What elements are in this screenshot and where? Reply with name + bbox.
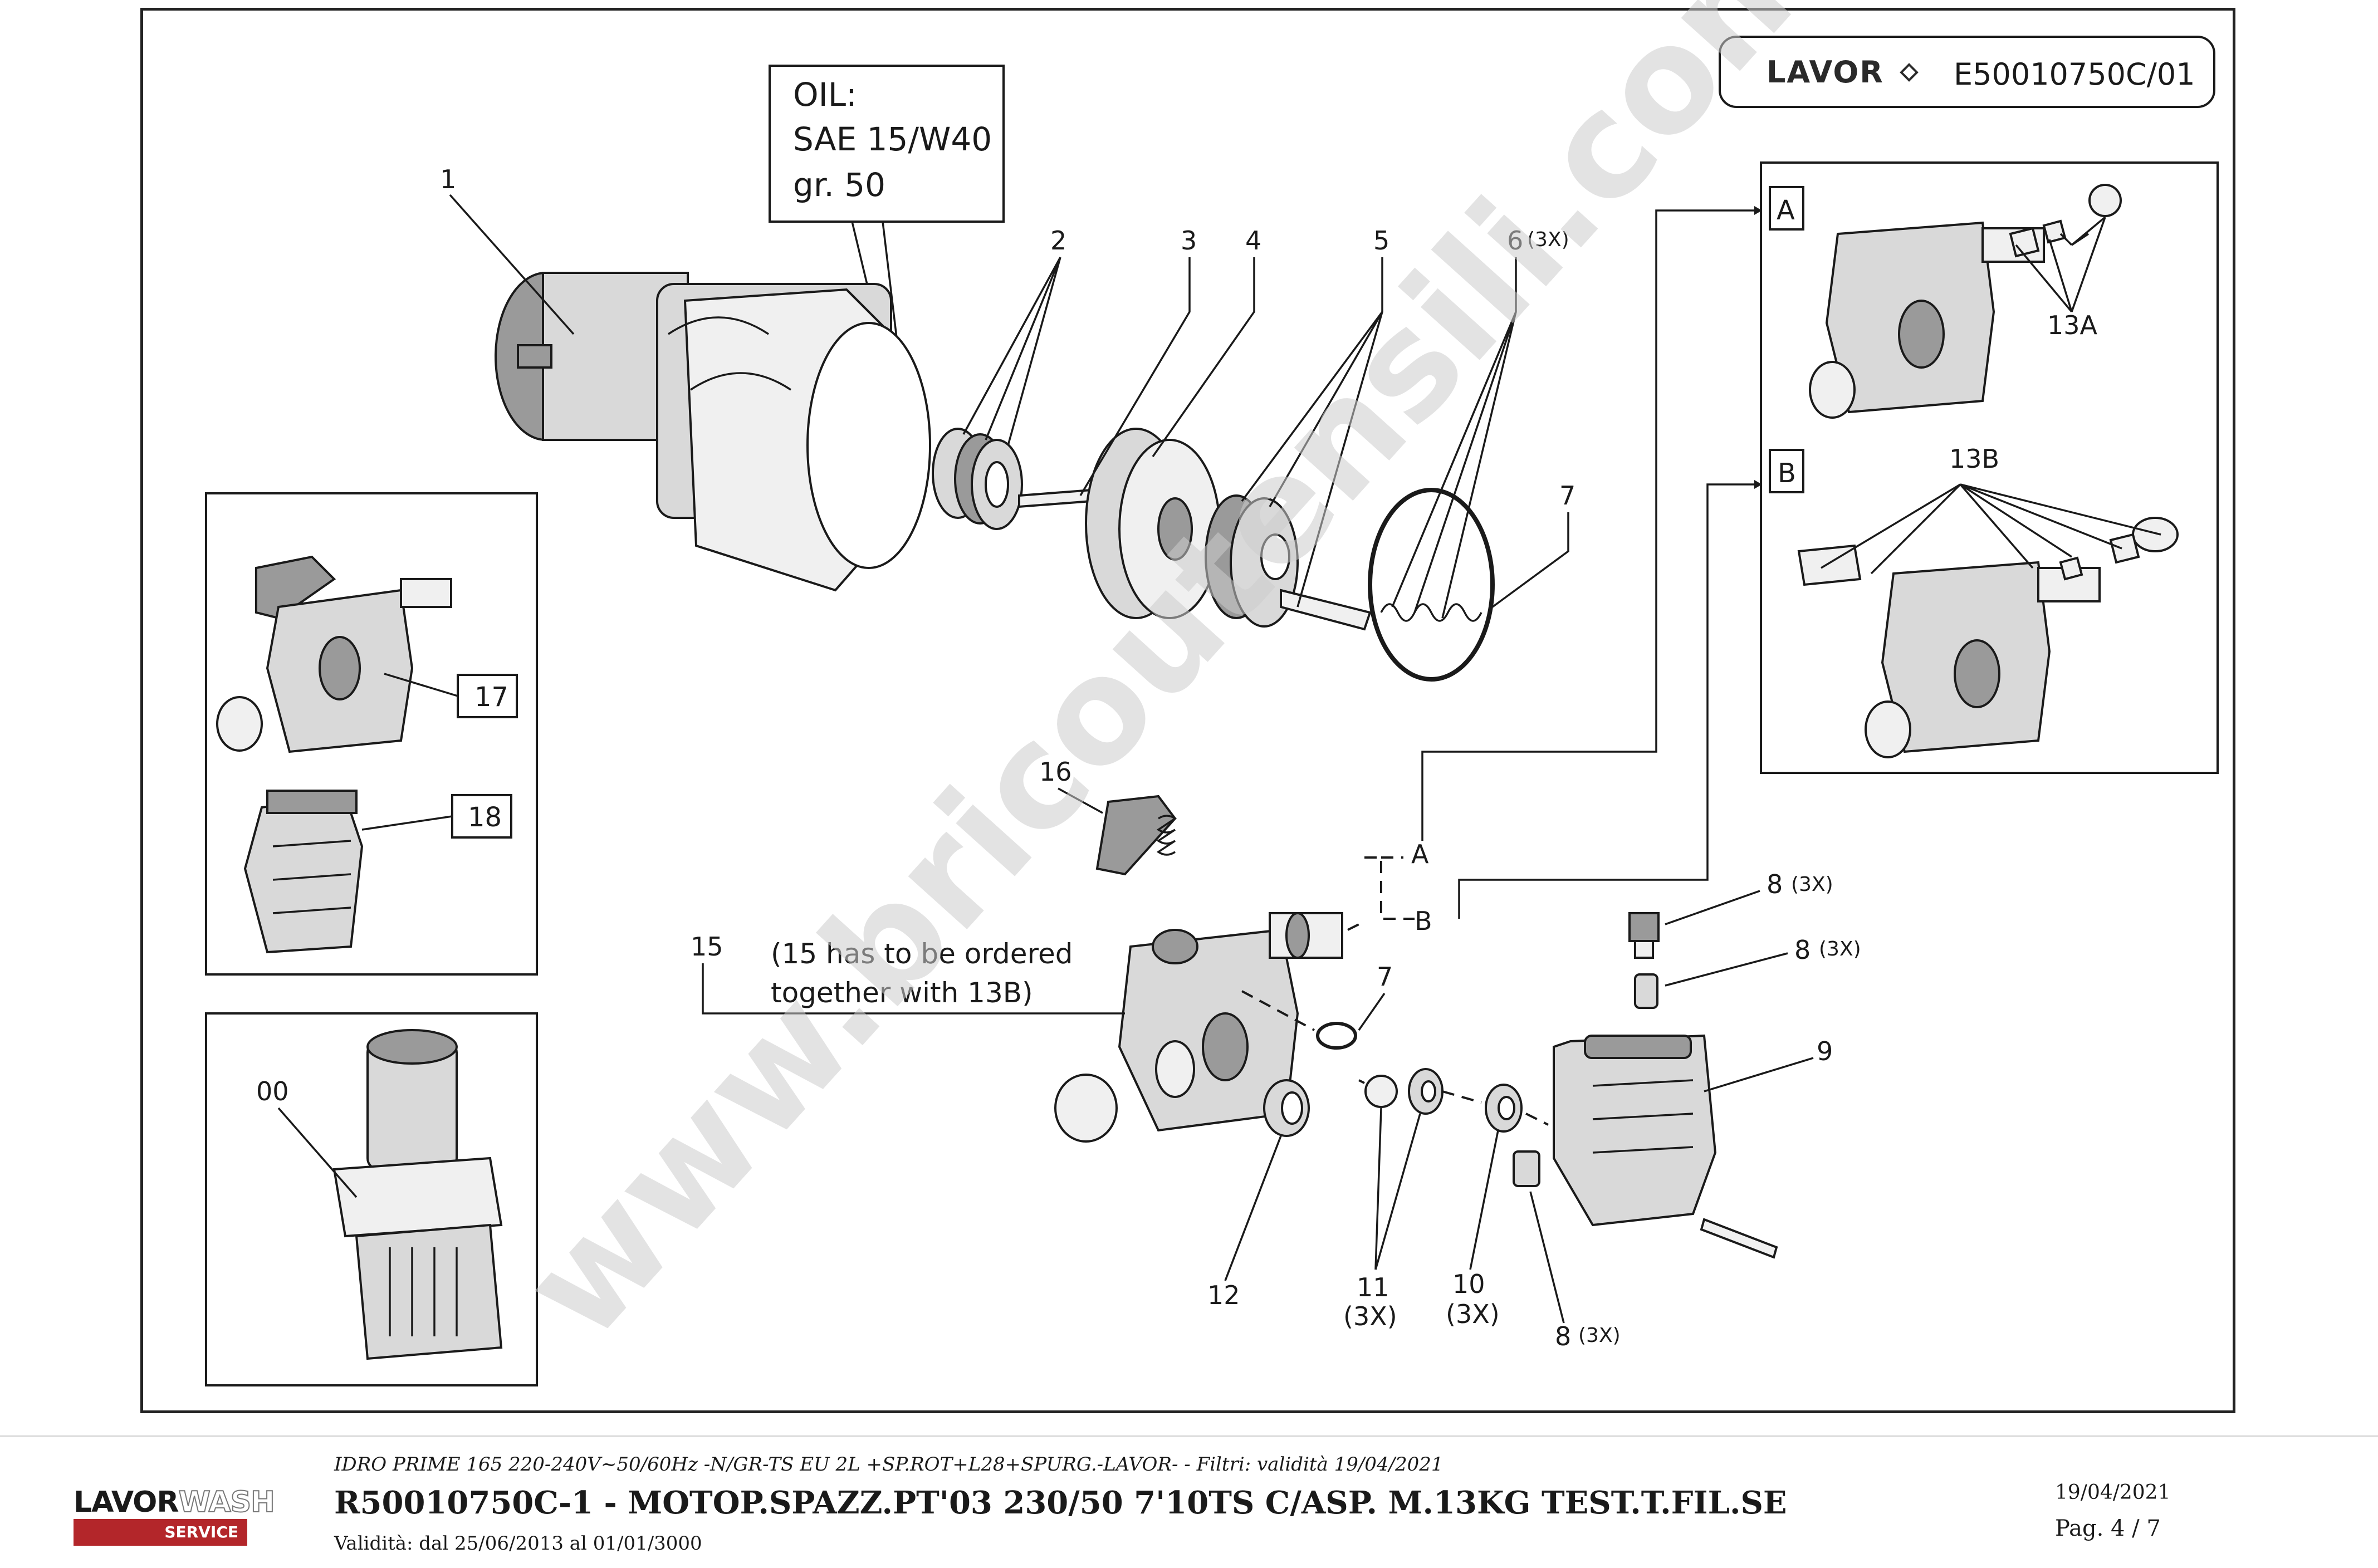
callout-13a: 13A [2047,310,2098,340]
footer-date: 19/04/2021 [2055,1481,2171,1504]
header-code-box: LAVOR E50010750C/01 [1719,36,2215,108]
callout-4: 4 [1245,226,1261,256]
callout-00: 00 [256,1076,289,1106]
callout-7-mid: 7 [1377,962,1393,992]
callout-5: 5 [1373,226,1389,256]
callout-15-note-line2: together with 13B) [771,977,1033,1009]
callout-8-c: 8 [1555,1321,1571,1351]
valves-top [1513,912,1660,1187]
callout-8-c-qty: (3X) [1578,1324,1621,1347]
callout-9: 9 [1817,1036,1833,1066]
o-ring-small [1316,1022,1357,1050]
header-brand: LAVOR [1767,55,1884,90]
callout-6: 6 [1507,226,1523,256]
callout-8-b: 8 [1794,935,1811,965]
callout-15: 15 [691,932,723,962]
springs [1380,603,1482,622]
seal-rings [932,428,1023,530]
detail-box-complete-unit: 00 [205,1012,538,1386]
o-ring [1368,488,1495,682]
unloader-lever [1095,795,1177,876]
logo-lavor: LAVOR [74,1486,179,1519]
callout-18: 18 [468,802,502,833]
callout-10-qty: (3X) [1446,1299,1500,1329]
seal-12 [1263,1079,1310,1137]
detail-box-a-label: A [1777,195,1795,226]
pump-head [1054,912,1343,1143]
footer-page-number: Pag. 4 / 7 [2055,1516,2161,1541]
callout-7-top: 7 [1559,481,1575,511]
oil-note-line3: gr. 50 [793,166,885,204]
footer-divider [0,1435,2378,1437]
brand-diamond-icon [1900,63,1919,82]
logo-wash: WASH [178,1485,275,1520]
valve-seals [1485,1084,1523,1133]
manifold-block [1553,1034,1778,1259]
lavorwash-service-logo: LAVORWASH SERVICE [74,1485,276,1551]
callout-2: 2 [1050,226,1066,256]
detail-box-b-label: B [1778,458,1796,489]
footer-title: R50010750C-1 - MOTOP.SPAZZ.PT'03 230/50 … [334,1484,1787,1521]
oil-note-line1: OIL: [793,76,857,114]
oil-note-box: OIL: SAE 15/W40 gr. 50 [769,65,1005,385]
footer-validity: Validità: dal 25/06/2013 al 01/01/3000 [334,1532,702,1555]
callout-10: 10 [1452,1269,1485,1299]
drawing-frame [140,8,2235,1413]
callout-6-qty: (3X) [1527,228,1569,251]
oil-note-line2: SAE 15/W40 [793,120,992,158]
valve-retainers [1364,1068,1444,1115]
callout-12: 12 [1207,1280,1240,1310]
callout-11-qty: (3X) [1343,1301,1397,1331]
callout-8-b-qty: (3X) [1819,938,1861,961]
gear [1085,428,1221,619]
callout-16: 16 [1039,757,1072,787]
shaft [1018,488,1093,508]
callout-17: 17 [474,682,508,713]
callout-3: 3 [1181,226,1197,256]
logo-service-bar: SERVICE [74,1519,247,1546]
ref-a: A [1411,839,1429,869]
callout-11: 11 [1357,1272,1389,1302]
callout-13b: 13B [1949,444,1999,474]
callout-15-note-line1: (15 has to be ordered [771,938,1073,970]
footer-subtitle: IDRO PRIME 165 220-240V~50/60Hz -N/GR-TS… [334,1453,1444,1476]
detail-box-variants: A B 13A 13B [1760,161,2219,774]
detail-box-heads: 17 18 [205,492,538,976]
motor-assembly [495,272,931,592]
callout-1: 1 [440,164,456,194]
callout-8-a-qty: (3X) [1791,873,1833,896]
header-code: E50010750C/01 [1954,57,2195,92]
ref-b: B [1415,906,1432,936]
callout-8-a: 8 [1767,869,1783,899]
bearing-set [1205,494,1372,631]
